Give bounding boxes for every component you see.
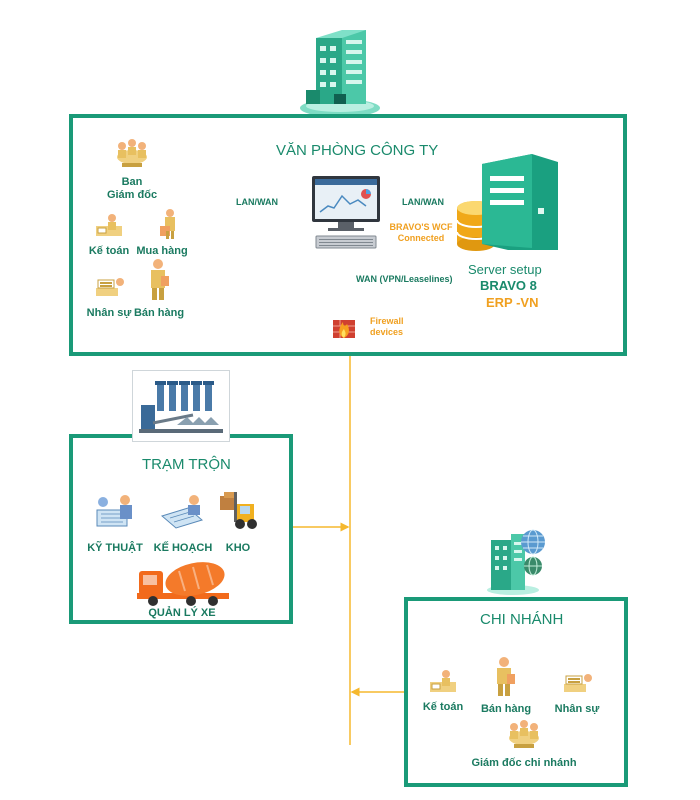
hr-icon	[96, 278, 124, 296]
vehicle-management-label: QUẢN LÝ XE	[148, 607, 216, 619]
workstation-computer-icon	[312, 176, 380, 249]
branch-building-icon	[487, 529, 545, 595]
planning-label: KẾ HOẠCH	[153, 542, 213, 554]
engineering-label: KỸ THUẬT	[87, 542, 143, 554]
office-title: VĂN PHÒNG CÔNG TY	[276, 142, 439, 159]
sales-label: Bán hàng	[133, 307, 185, 319]
accountant-label: Kế toán	[88, 245, 130, 257]
hr-label: Nhân sự	[86, 307, 132, 319]
accountant-icon	[96, 214, 122, 236]
wan-vpn-label: WAN (VPN/Leaselines)	[356, 274, 453, 284]
batching-plant-frame	[132, 370, 230, 442]
purchasing-label: Mua hàng	[136, 245, 188, 257]
server-tower-icon	[482, 154, 558, 250]
plant-title: TRẠM TRỘN	[142, 456, 231, 473]
bravo8-label: BRAVO 8	[480, 278, 537, 293]
planning-icon	[160, 495, 204, 529]
erp-vn-label: ERP -VN	[486, 295, 539, 310]
firewall-label: Firewall devices	[370, 316, 404, 337]
purchasing-icon	[160, 209, 175, 239]
concrete-mixer-truck-icon	[137, 562, 229, 606]
board-of-directors-icon	[117, 139, 147, 167]
branch-director-icon	[509, 720, 539, 748]
lan-wan-left-label: LAN/WAN	[232, 197, 282, 207]
lan-wan-right-label: LAN/WAN	[398, 197, 448, 207]
server-setup-label: Server setup	[468, 262, 542, 277]
wcf-connected-label: BRAVO'S WCF Connected	[389, 222, 453, 243]
branch-hr-label: Nhân sự	[554, 703, 600, 715]
engineering-icon	[96, 495, 132, 527]
branch-sales-label: Bán hàng	[480, 703, 532, 715]
board-of-directors-label: Ban Giám đốc	[106, 176, 158, 201]
firewall-icon	[333, 320, 355, 338]
batching-plant-icon	[139, 381, 223, 433]
branch-accountant-icon	[430, 670, 456, 692]
warehouse-forklift-icon	[220, 492, 257, 529]
sales-icon	[151, 259, 169, 300]
branch-sales-icon	[497, 657, 515, 696]
branch-accountant-label: Kế toán	[422, 701, 464, 713]
branch-title: CHI NHÁNH	[480, 611, 564, 628]
warehouse-label: KHO	[225, 542, 251, 554]
headquarters-building-icon	[300, 30, 380, 117]
branch-director-label: Giám đốc chi nhánh	[471, 757, 577, 769]
branch-hr-icon	[564, 674, 592, 692]
